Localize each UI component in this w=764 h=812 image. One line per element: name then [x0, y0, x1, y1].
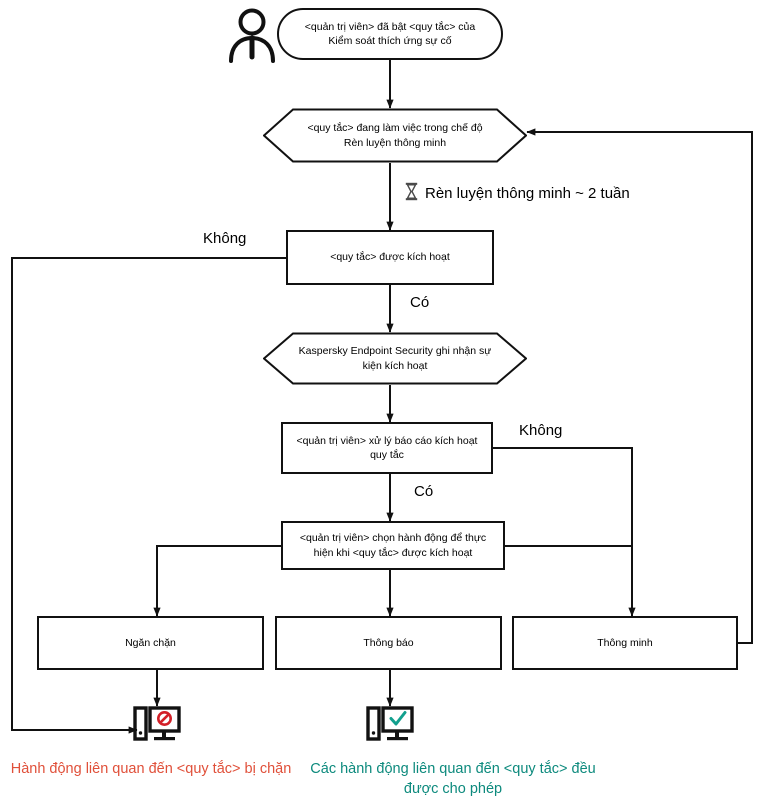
monitor-allowed-icon: [366, 706, 414, 744]
action-notify-label: Thông báo: [363, 636, 414, 649]
allowed-outcome-caption: Các hành động liên quan đến <quy tắc> đề…: [310, 761, 596, 797]
user-actor-icon: [222, 6, 282, 64]
action-block-box: Ngăn chặn: [37, 616, 264, 670]
edge-trigger-no: [11, 257, 286, 734]
training-mode-hexagon: <quy tắc> đang làm việc trong chế độ Rèn…: [262, 108, 528, 163]
hourglass-icon: [405, 182, 418, 205]
admin-report-label: <quản trị viên> xử lý báo cáo kích hoạt …: [296, 434, 478, 461]
admin-report-box: <quản trị viên> xử lý báo cáo kích hoạt …: [281, 422, 493, 474]
edge-action-to-block: [153, 545, 281, 617]
edge-smart-loopback: [526, 128, 753, 644]
training-duration-text: Rèn luyện thông minh ~ 2 tuần: [425, 185, 630, 202]
action-notify-box: Thông báo: [275, 616, 502, 670]
training-mode-label: <quy tắc> đang làm việc trong chế độ Rèn…: [307, 122, 483, 149]
edge-report-no: [493, 447, 636, 617]
start-terminator: <quản trị viên> đã bật <quy tắc> của Kiể…: [277, 8, 503, 60]
edge-label-report-yes: Có: [414, 483, 434, 500]
rule-triggered-label: <quy tắc> được kích hoạt: [330, 251, 450, 264]
action-block-label: Ngăn chặn: [125, 636, 176, 649]
kes-log-event-hexagon: Kaspersky Endpoint Security ghi nhận sự …: [262, 332, 528, 385]
edge-label-trigger-no: Không: [203, 230, 247, 247]
action-smart-label: Thông minh: [597, 636, 653, 649]
blocked-outcome-caption: Hành động liên quan đến <quy tắc> bị chặ…: [10, 761, 292, 777]
edge-label-trigger-yes: Có: [410, 294, 430, 311]
monitor-blocked-icon: [133, 706, 181, 744]
action-smart-box: Thông minh: [512, 616, 738, 670]
edge-label-report-no: Không: [519, 422, 563, 439]
admin-action-label: <quản trị viên> chọn hành động để thực h…: [299, 532, 487, 559]
rule-triggered-box: <quy tắc> được kích hoạt: [286, 230, 494, 285]
start-terminator-label: <quản trị viên> đã bật <quy tắc> của Kiể…: [304, 20, 476, 47]
admin-action-box: <quản trị viên> chọn hành động để thực h…: [281, 521, 505, 570]
kes-log-event-label: Kaspersky Endpoint Security ghi nhận sự …: [298, 345, 492, 372]
training-duration-note: Rèn luyện thông minh ~ 2 tuần: [405, 182, 630, 205]
